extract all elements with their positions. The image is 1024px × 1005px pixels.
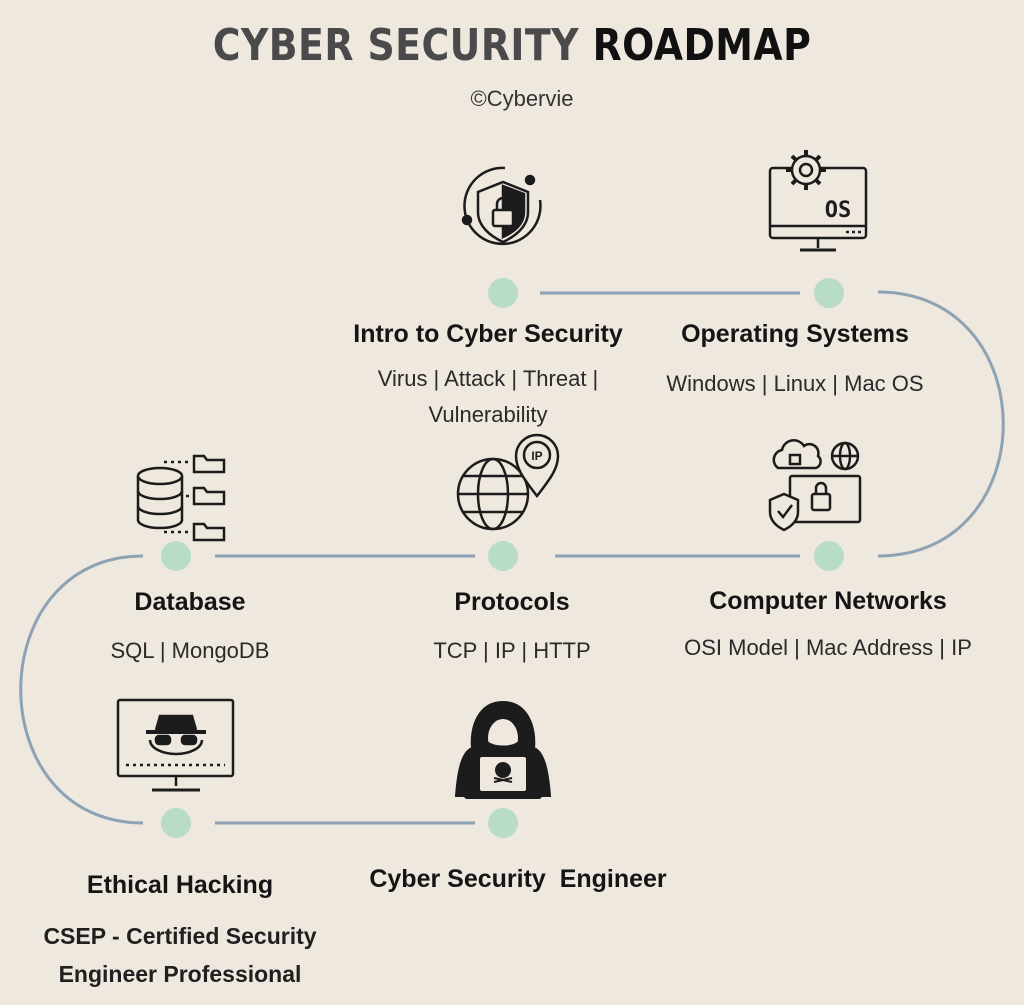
step-desc-intro: Virus | Attack | Threat | Vulnerability — [338, 361, 638, 433]
node-dot-os — [814, 278, 844, 308]
page-title: CYBER SECURITY ROADMAP — [72, 20, 953, 71]
hooded-hacker-icon — [454, 700, 552, 799]
step-desc-database: SQL | MongoDB — [110, 638, 270, 663]
node-dot-ethical — [161, 808, 191, 838]
title-part-2: ROADMAP — [592, 20, 812, 71]
os-icon-label: OS — [825, 198, 852, 223]
ip-pin-label: IP — [531, 449, 542, 463]
title-part-1: CYBER SECURITY — [212, 20, 579, 71]
step-desc-ethical: CSEP - Certified Security Engineer Profe… — [10, 917, 350, 993]
database-folders-icon — [136, 454, 226, 542]
node-dot-engineer — [488, 808, 518, 838]
step-desc-protocols: TCP | IP | HTTP — [433, 638, 591, 663]
spy-monitor-icon — [116, 698, 235, 792]
node-dot-networks — [814, 541, 844, 571]
step-title-intro: Intro to Cyber Security — [353, 320, 623, 348]
node-dot-intro — [488, 278, 518, 308]
roadmap-path — [19, 290, 1005, 825]
step-title-ethical: Ethical Hacking — [86, 871, 274, 899]
globe-ip-pin-icon — [456, 433, 560, 531]
network-security-icon — [768, 439, 862, 532]
step-title-protocols: Protocols — [454, 588, 570, 616]
shield-lock-icon — [461, 166, 542, 246]
step-desc-ethical-line2: Engineer Professional — [58, 961, 302, 987]
step-desc-intro-line2: Vulnerability — [428, 402, 548, 427]
step-title-engineer: Cyber Security Engineer — [369, 865, 667, 893]
credit-text: ©Cybervie — [470, 86, 574, 111]
monitor-os-gear-icon — [768, 150, 868, 252]
node-dot-database — [161, 541, 191, 571]
step-title-os: Operating Systems — [681, 320, 909, 348]
step-desc-networks: OSI Model | Mac Address | IP — [684, 635, 972, 660]
step-desc-ethical-line1: CSEP - Certified Security — [43, 923, 317, 949]
step-title-database: Database — [134, 588, 246, 616]
step-desc-intro-line1: Virus | Attack | Threat | — [377, 366, 599, 391]
step-title-networks: Computer Networks — [709, 587, 947, 615]
step-desc-os: Windows | Linux | Mac OS — [666, 371, 924, 396]
node-dot-protocols — [488, 541, 518, 571]
